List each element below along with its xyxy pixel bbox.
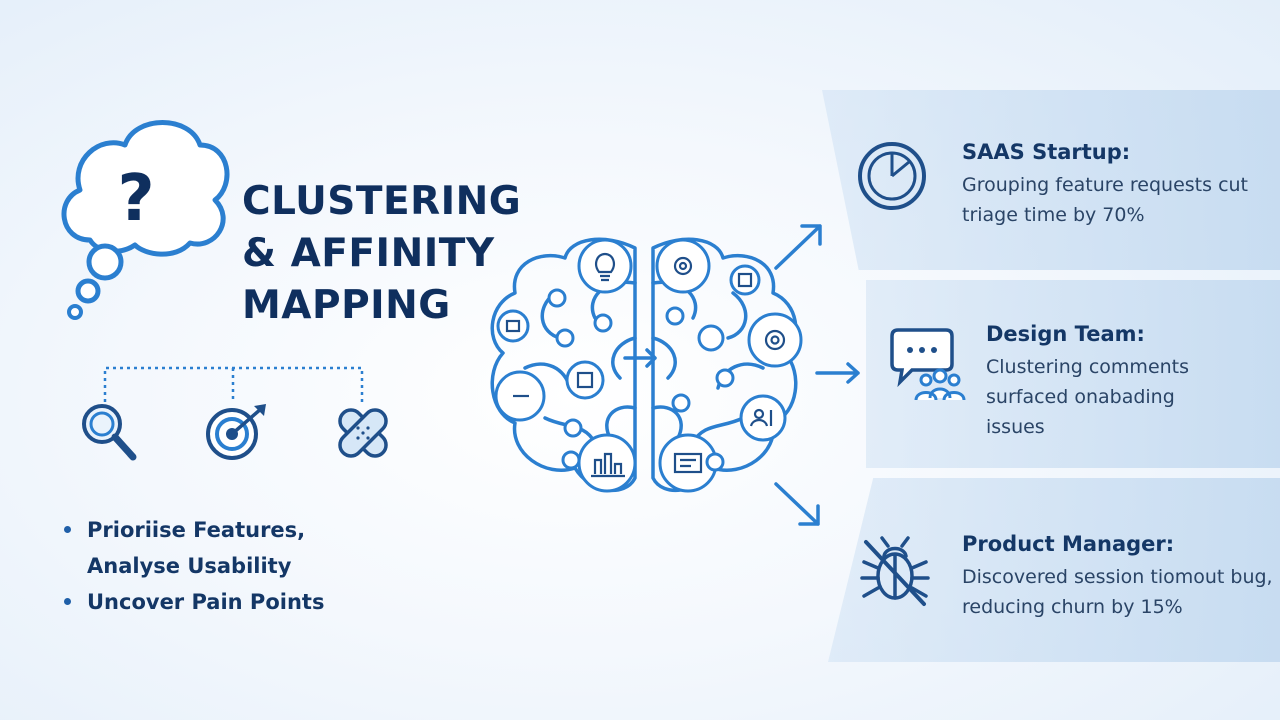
case-text-line: reducing churn by 15% <box>962 596 1183 618</box>
cloud-question-mark: ? <box>117 162 154 236</box>
case-text-line: Discovered session tiomout bug, <box>962 566 1273 588</box>
case-panel-product <box>828 478 1280 662</box>
case-panel-saas <box>822 90 1280 270</box>
case-text-line: issues <box>986 416 1045 438</box>
bullet-text: Prioriise Features, <box>87 518 306 542</box>
question-cloud-icon: ? <box>61 120 230 320</box>
case-title: SAAS Startup: <box>962 140 1131 164</box>
title-line-1: CLUSTERING <box>242 179 522 224</box>
benefits-list: Prioriise Features, Analyse Usability Un… <box>62 512 392 620</box>
bullet-dot <box>64 598 71 605</box>
arrow-down-right-icon <box>774 482 820 526</box>
bandage-icon <box>338 408 388 458</box>
case-content-saas: SAAS Startup: Grouping feature requests … <box>962 140 1272 230</box>
case-content-product: Product Manager: Discovered session tiom… <box>962 532 1278 622</box>
bullet-text: Analyse Usability <box>87 554 292 578</box>
case-text-line: Grouping feature requests cut <box>962 174 1249 196</box>
case-content-design: Design Team: Clustering comments surface… <box>986 322 1276 442</box>
dotted-connector <box>103 366 364 402</box>
target-icon <box>206 404 266 460</box>
bullet-dot <box>64 526 71 533</box>
case-title: Design Team: <box>986 322 1145 346</box>
bullet-item: Uncover Pain Points <box>62 584 392 620</box>
brain-circuit-icon <box>490 237 803 493</box>
case-text-line: surfaced onabading <box>986 386 1175 408</box>
arrow-up-right-icon <box>774 224 822 270</box>
title-line-2: & AFFINITY <box>242 231 495 276</box>
bug-icon <box>860 536 930 606</box>
case-text-line: triage time by 70% <box>962 204 1145 226</box>
case-title: Product Manager: <box>962 532 1175 556</box>
bullet-text: Uncover Pain Points <box>87 590 325 614</box>
title-line-3: MAPPING <box>242 283 451 328</box>
bullet-item-continued: Analyse Usability <box>62 548 392 584</box>
pie-chart-icon <box>858 142 926 210</box>
bullet-item: Prioriise Features, <box>62 512 392 548</box>
chat-team-icon <box>890 328 966 401</box>
magnifier-icon <box>82 404 137 461</box>
arrow-right-icon <box>815 362 860 384</box>
page-title: CLUSTERING & AFFINITY MAPPING <box>242 176 562 332</box>
case-text-line: Clustering comments <box>986 356 1190 378</box>
